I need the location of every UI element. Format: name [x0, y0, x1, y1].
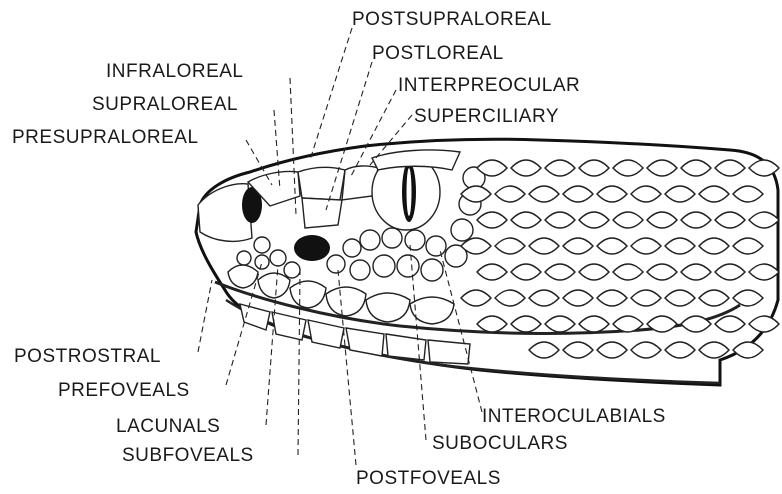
label-superciliary: SUPERCILIARY	[414, 106, 559, 127]
subocular-scale	[382, 228, 402, 248]
interoculabial-scale	[350, 260, 370, 280]
pupil-highlight	[407, 168, 412, 216]
label-supraloreal: SUPRALOREAL	[92, 94, 238, 115]
leader-postsupraloreal	[310, 28, 352, 160]
lacunal-scale	[270, 250, 286, 266]
lacunal-scale	[254, 237, 270, 253]
subocular-scale	[360, 230, 380, 250]
label-subfoveals: SUBFOVEALS	[122, 445, 254, 466]
postfoveal-scale	[327, 255, 345, 273]
leader-postrostral	[198, 280, 212, 352]
interoculabial-scale	[397, 255, 419, 277]
prefoveal-scale	[237, 251, 251, 265]
interoculabial-scale	[421, 259, 443, 281]
label-postfoveals: POSTFOVEALS	[356, 468, 501, 489]
interoculabial-scale	[373, 255, 395, 277]
label-prefoveals: PREFOVEALS	[58, 380, 190, 401]
label-infraloreal: INFRALOREAL	[106, 61, 243, 82]
head-scale	[451, 219, 473, 241]
label-interoculabials: INTEROCULABIALS	[482, 406, 666, 427]
subocular-scale	[405, 230, 425, 250]
label-interpreocular: INTERPREOCULAR	[398, 75, 580, 96]
postfoveal-scale	[343, 239, 361, 257]
label-postloreal: POSTLOREAL	[372, 43, 504, 64]
label-postrostral: POSTROSTRAL	[14, 346, 161, 367]
label-lacunals: LACUNALS	[116, 416, 220, 437]
prefoveal-scale	[255, 255, 269, 269]
subocular-scale	[426, 236, 446, 256]
label-suboculars: SUBOCULARS	[432, 433, 568, 454]
loreal-pit	[294, 235, 330, 261]
label-presupraloreal: PRESUPRALOREAL	[12, 127, 199, 148]
snake-head-illustration	[196, 139, 779, 385]
subfoveal-scale	[284, 262, 300, 278]
postloreal-scale	[302, 198, 342, 228]
label-postsupraloreal: POSTSUPRALOREAL	[352, 9, 552, 30]
